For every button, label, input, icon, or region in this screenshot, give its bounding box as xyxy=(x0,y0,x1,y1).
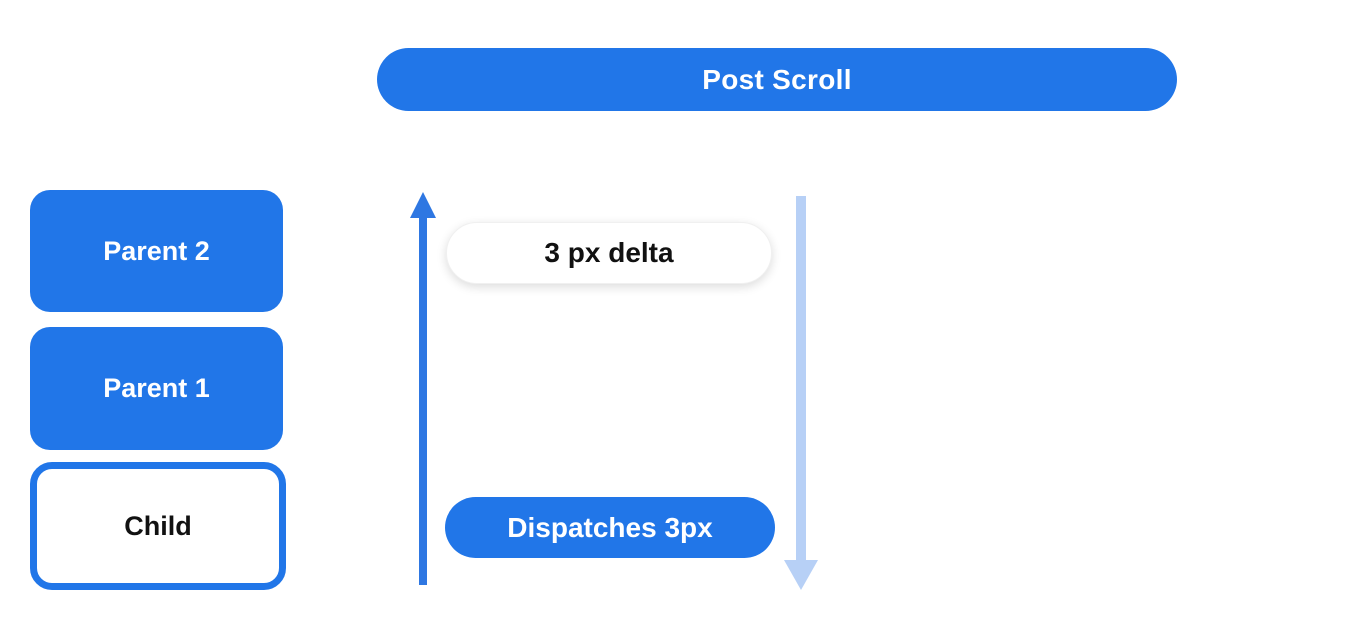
parent2-label: Parent 2 xyxy=(103,235,210,266)
post-scroll-bar: Post Scroll xyxy=(377,48,1177,111)
child-label: Child xyxy=(124,510,192,541)
delta-pill-label: 3 px delta xyxy=(544,237,674,268)
down-arrow-shaft xyxy=(796,196,806,562)
down-arrow-icon xyxy=(784,196,818,590)
up-arrow-shaft xyxy=(419,214,427,585)
post-scroll-label: Post Scroll xyxy=(702,63,852,95)
dispatch-pill: Dispatches 3px xyxy=(445,497,775,558)
up-arrow-icon xyxy=(407,192,439,585)
up-arrow-head xyxy=(410,192,436,218)
parent1-label: Parent 1 xyxy=(103,373,210,403)
down-arrow-head xyxy=(784,560,818,590)
parent1-node: Parent 1 xyxy=(30,327,283,450)
dispatch-pill-label: Dispatches 3px xyxy=(507,511,713,543)
child-node: Child xyxy=(30,462,286,590)
delta-pill: 3 px delta xyxy=(446,222,772,284)
parent2-node: Parent 2 xyxy=(30,190,283,312)
